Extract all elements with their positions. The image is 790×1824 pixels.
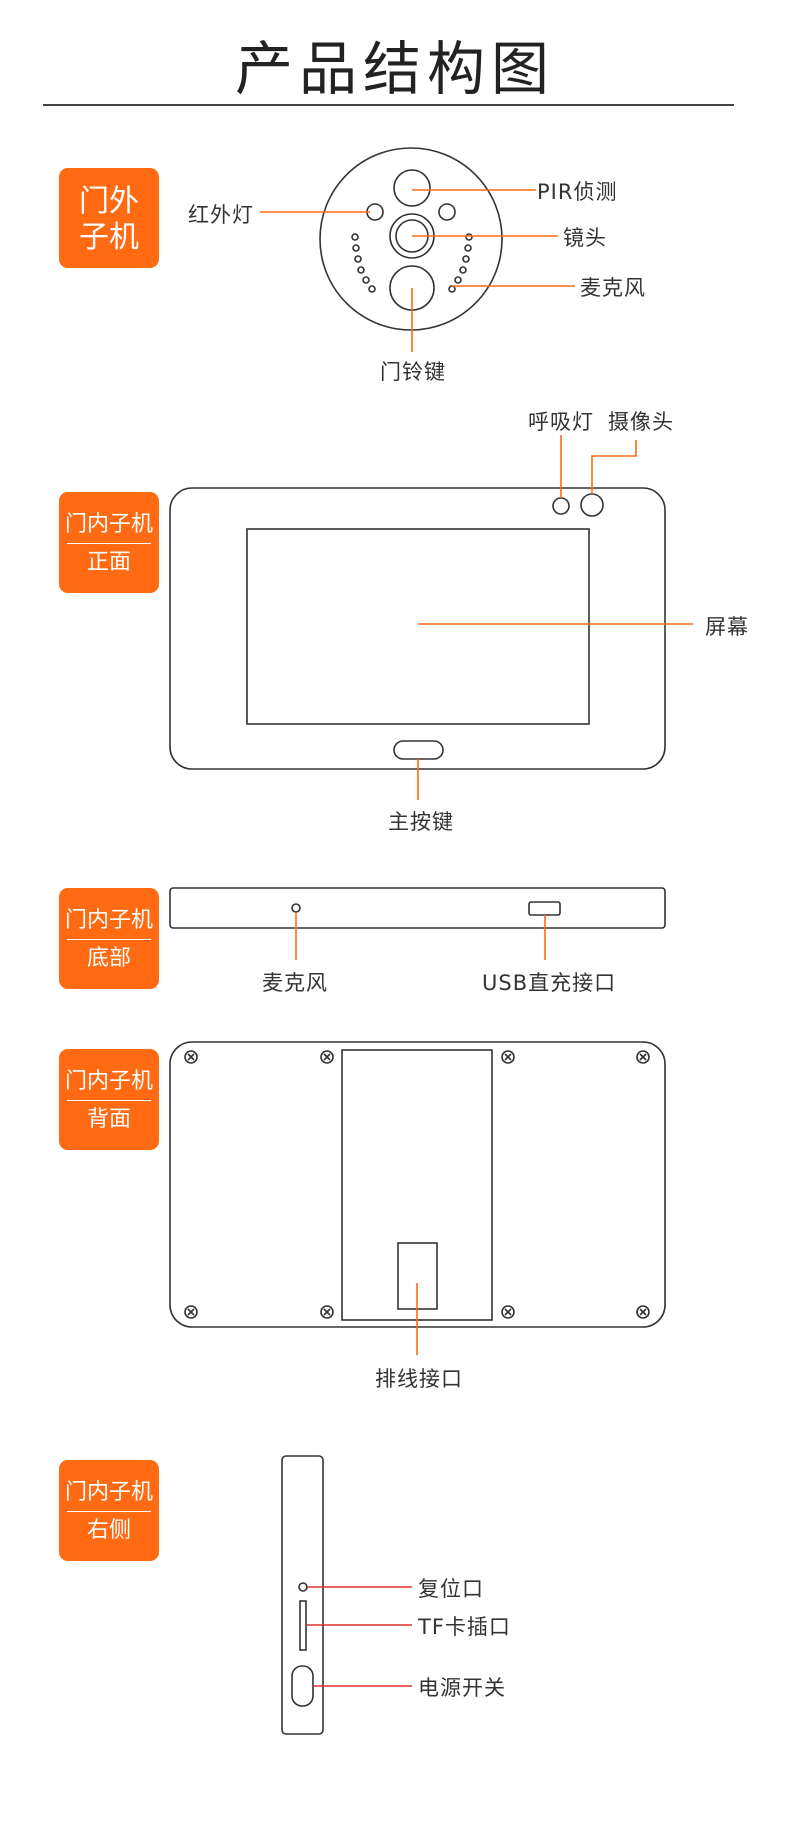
label-lens: 镜头 [563, 226, 607, 250]
front-unit-body [169, 487, 666, 770]
label-tf-slot: TF卡插口 [418, 1615, 511, 1639]
side-tf-slot [299, 1600, 307, 1651]
badge-bottom: 门内子机 底部 [59, 888, 159, 989]
label-camera: 摄像头 [608, 410, 674, 434]
label-outdoor-mic: 麦克风 [580, 276, 646, 300]
side-unit-body [281, 1455, 324, 1735]
title-underline [43, 104, 734, 106]
badge-side-top: 门内子机 [64, 1480, 153, 1505]
label-main-button: 主按键 [388, 810, 454, 834]
label-cable-port: 排线接口 [375, 1367, 463, 1391]
bottom-unit-drawing [169, 887, 666, 960]
label-screen: 屏幕 [705, 615, 749, 639]
back-panel [341, 1049, 493, 1321]
label-infrared: 红外灯 [188, 203, 254, 227]
badge-back-bottom: 背面 [86, 1107, 131, 1132]
badge-outdoor-line2: 子机 [79, 220, 139, 255]
outdoor-unit-body [319, 147, 503, 331]
label-bottom-mic: 麦克风 [262, 971, 328, 995]
outdoor-unit-drawing [260, 147, 575, 352]
badge-back-divider [67, 1100, 151, 1101]
side-unit-drawing [281, 1455, 412, 1735]
badge-bottom-divider [67, 939, 151, 940]
badge-back: 门内子机 背面 [59, 1049, 159, 1150]
bottom-mic-hole [291, 903, 301, 913]
mic-holes-right [448, 233, 473, 293]
label-reset: 复位口 [418, 1577, 484, 1601]
label-doorbell: 门铃键 [380, 360, 446, 384]
bottom-usb-port [528, 901, 561, 916]
badge-outdoor-line1: 门外 [79, 184, 139, 219]
badge-front-top: 门内子机 [64, 512, 153, 537]
mic-holes-left [351, 233, 376, 293]
side-reset-hole [298, 1582, 308, 1592]
front-unit-drawing [169, 435, 693, 800]
badge-front-divider [67, 543, 151, 544]
bottom-unit-body [169, 887, 666, 929]
page-title: 产品结构图 [234, 35, 555, 103]
label-pir: PIR侦测 [537, 180, 618, 204]
badge-side-divider [67, 1511, 151, 1512]
badge-bottom-top: 门内子机 [64, 908, 153, 933]
back-unit-drawing [169, 1041, 666, 1355]
badge-side-bottom: 右侧 [86, 1518, 131, 1543]
front-main-button [393, 740, 444, 760]
back-screws [184, 1050, 650, 1319]
label-usb: USB直充接口 [482, 971, 617, 995]
pir-sensor [393, 169, 431, 207]
badge-front: 门内子机 正面 [59, 492, 159, 593]
label-breath-light: 呼吸灯 [528, 410, 594, 434]
badge-side: 门内子机 右侧 [59, 1460, 159, 1561]
front-screen [246, 528, 590, 725]
label-power: 电源开关 [418, 1676, 506, 1700]
front-camera [580, 493, 604, 517]
front-breath-light [552, 497, 570, 515]
badge-bottom-bottom: 底部 [86, 946, 131, 971]
infrared-led-right [438, 203, 456, 221]
badge-front-bottom: 正面 [86, 550, 131, 575]
badge-back-top: 门内子机 [64, 1069, 153, 1094]
badge-outdoor: 门外 子机 [59, 168, 159, 268]
side-power-switch [291, 1665, 314, 1707]
leader-camera [591, 440, 637, 494]
